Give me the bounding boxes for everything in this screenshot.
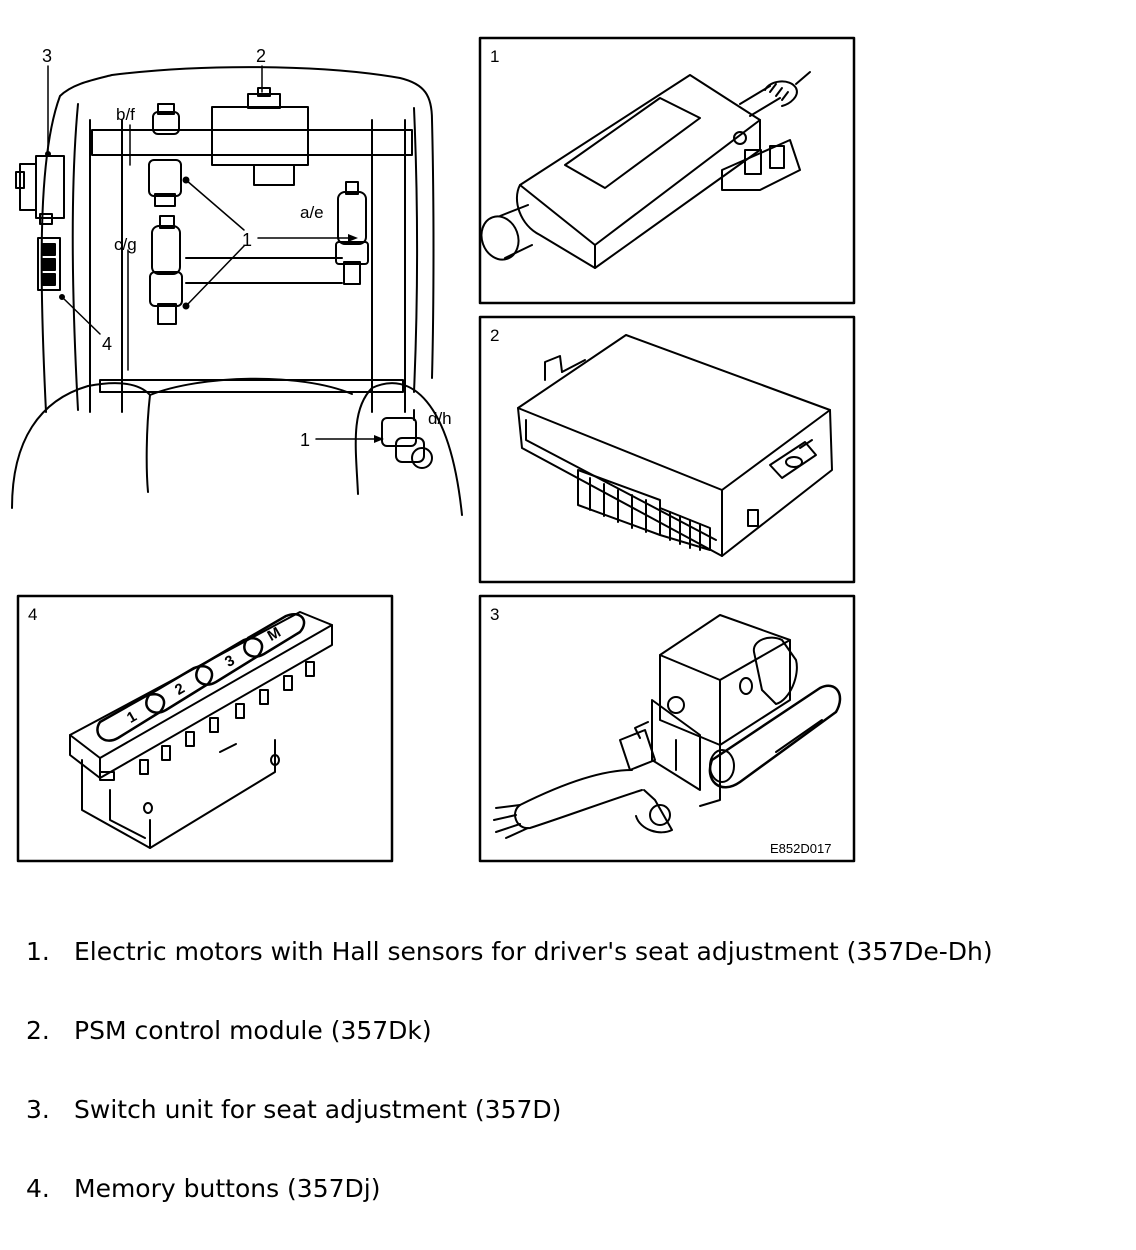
seat-cushion-right xyxy=(354,382,463,516)
memory-buttons-illustration: 1 2 3 M xyxy=(69,611,333,849)
svg-text:1: 1 xyxy=(124,708,140,727)
label-b-f: b/f xyxy=(116,105,135,124)
panel-4-memory-buttons: 4 1 2 xyxy=(16,594,394,863)
panel-4-number: 4 xyxy=(28,605,37,624)
callout-1: 1 xyxy=(242,230,252,250)
legend-item-1: 1. Electric motors with Hall sensors for … xyxy=(26,934,1126,1013)
frame-bottom-rail xyxy=(99,379,404,393)
motor-illustration xyxy=(480,71,811,269)
figure-code: E852D017 xyxy=(770,841,831,856)
seat-overview: 3 2 4 1 1 b/f a/e c/g d/h xyxy=(11,46,463,516)
control-module-overview xyxy=(211,87,309,186)
label-c-g: c/g xyxy=(114,235,137,254)
callout-4: 4 xyxy=(102,334,112,354)
panel-2-control-module: 2 xyxy=(478,315,856,584)
panel-1-motor: 1 xyxy=(478,36,856,305)
memory-key-m: M xyxy=(243,613,306,658)
legend-text: Switch unit for seat adjustment (357D) xyxy=(74,1095,562,1124)
callout-2: 2 xyxy=(256,46,266,66)
memory-key-1: 1 xyxy=(96,693,166,742)
panel-1-number: 1 xyxy=(490,47,499,66)
seat-back-inner-right xyxy=(413,107,418,393)
seat-back-inner-left xyxy=(71,103,79,411)
label-a-e: a/e xyxy=(300,203,324,222)
memory-key-2: 2 xyxy=(145,665,214,714)
memory-key-3: 3 xyxy=(195,637,264,686)
module-illustration xyxy=(517,334,833,557)
seat-cushion-left xyxy=(11,382,151,509)
svg-text:2: 2 xyxy=(172,680,188,699)
legend-text: Electric motors with Hall sensors for dr… xyxy=(74,937,993,966)
legend-number: 1. xyxy=(26,937,50,966)
legend-text: PSM control module (357Dk) xyxy=(74,1016,432,1045)
memory-buttons-overview xyxy=(37,237,61,291)
motor-b-f xyxy=(148,103,182,207)
callout-1-bottom: 1 xyxy=(300,430,310,450)
callout-3: 3 xyxy=(42,46,52,66)
legend-number: 3. xyxy=(26,1095,50,1124)
legend-list: 1. Electric motors with Hall sensors for … xyxy=(26,934,1126,1250)
label-d-h: d/h xyxy=(428,409,452,428)
motor-a-e xyxy=(335,181,369,285)
legend-item-4: 4. Memory buttons (357Dj) xyxy=(26,1171,1126,1250)
svg-text:3: 3 xyxy=(222,652,238,671)
motor-d-h xyxy=(381,409,433,469)
legend-number: 2. xyxy=(26,1016,50,1045)
seat-cushion-center xyxy=(149,377,353,396)
legend-text: Memory buttons (357Dj) xyxy=(74,1174,381,1203)
frame-top-rail xyxy=(91,129,413,156)
switch-unit-overview xyxy=(15,155,65,225)
diagram: 3 2 4 1 1 b/f a/e c/g d/h 1 xyxy=(11,36,856,863)
motor-c-g xyxy=(149,215,183,325)
legend-item-3: 3. Switch unit for seat adjustment (357D) xyxy=(26,1092,1126,1171)
switch-unit-illustration xyxy=(493,614,842,839)
seat-back-outline xyxy=(40,66,435,413)
panel-3-switch-unit: 3 E852D017 xyxy=(478,594,856,863)
panel-3-number: 3 xyxy=(490,605,499,624)
legend-item-2: 2. PSM control module (357Dk) xyxy=(26,1013,1126,1092)
legend-number: 4. xyxy=(26,1174,50,1203)
panel-2-number: 2 xyxy=(490,326,499,345)
